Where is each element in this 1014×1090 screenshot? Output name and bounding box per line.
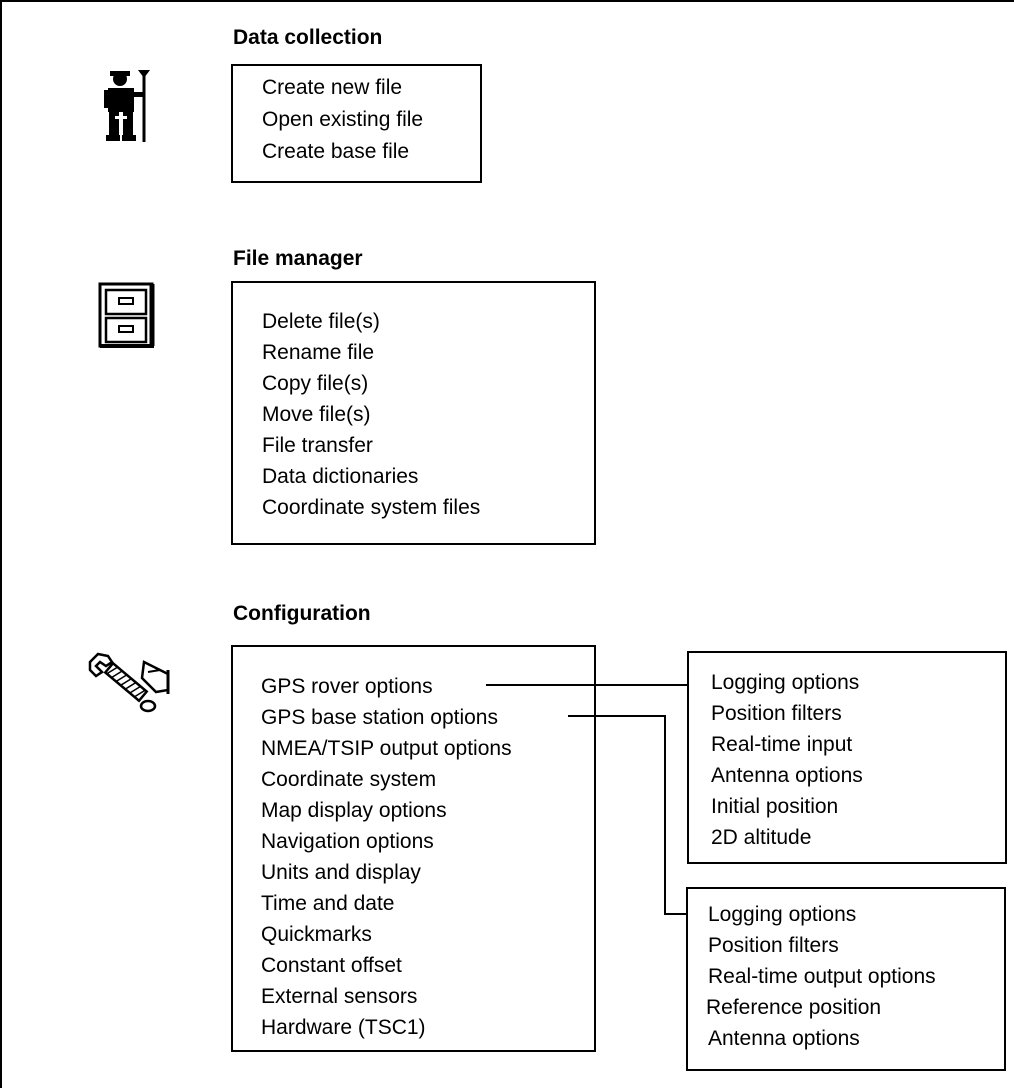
configuration-heading: Configuration xyxy=(233,602,371,625)
file-manager-menu: Delete file(s) Rename file Copy file(s) … xyxy=(231,281,596,545)
menu-item-file-transfer[interactable]: File transfer xyxy=(262,434,373,457)
base-submenu-logging-options[interactable]: Logging options xyxy=(708,903,857,926)
menu-item-create-base-file[interactable]: Create base file xyxy=(262,140,410,163)
surveyor-icon xyxy=(96,68,156,149)
menu-item-hardware-tsc1[interactable]: Hardware (TSC1) xyxy=(261,1016,426,1039)
menu-item-data-dictionaries[interactable]: Data dictionaries xyxy=(262,465,419,488)
menu-item-open-existing-file[interactable]: Open existing file xyxy=(262,108,424,131)
rover-submenu-real-time-input[interactable]: Real-time input xyxy=(711,733,853,756)
rover-submenu-position-filters[interactable]: Position filters xyxy=(711,702,842,725)
menu-item-nmea-tsip-output-options[interactable]: NMEA/TSIP output options xyxy=(261,737,512,760)
menu-item-navigation-options[interactable]: Navigation options xyxy=(261,830,434,853)
base-submenu-real-time-output-options[interactable]: Real-time output options xyxy=(708,965,936,988)
wrench-hand-icon xyxy=(86,648,176,719)
menu-item-gps-rover-options[interactable]: GPS rover options xyxy=(261,675,433,698)
menu-item-quickmarks[interactable]: Quickmarks xyxy=(261,923,372,946)
menu-item-delete-files[interactable]: Delete file(s) xyxy=(262,310,380,333)
rover-submenu-antenna-options[interactable]: Antenna options xyxy=(711,764,863,787)
data-collection-heading: Data collection xyxy=(233,26,383,49)
rover-submenu-logging-options[interactable]: Logging options xyxy=(711,671,860,694)
base-station-options-connector xyxy=(568,715,686,915)
rover-submenu-initial-position[interactable]: Initial position xyxy=(711,795,839,818)
base-station-options-submenu: Logging options Position filters Real-ti… xyxy=(686,887,1006,1071)
rover-options-submenu: Logging options Position filters Real-ti… xyxy=(687,651,1007,864)
rover-submenu-2d-altitude[interactable]: 2D altitude xyxy=(711,826,812,849)
menu-item-constant-offset[interactable]: Constant offset xyxy=(261,954,402,977)
menu-item-rename-file[interactable]: Rename file xyxy=(262,341,375,364)
menu-item-move-files[interactable]: Move file(s) xyxy=(262,403,371,426)
file-manager-heading: File manager xyxy=(233,247,363,270)
base-submenu-position-filters[interactable]: Position filters xyxy=(708,934,839,957)
menu-item-gps-base-station-options[interactable]: GPS base station options xyxy=(261,706,498,729)
menu-item-create-new-file[interactable]: Create new file xyxy=(262,76,403,99)
configuration-menu: GPS rover options GPS base station optio… xyxy=(231,645,596,1052)
file-cabinet-icon xyxy=(98,282,156,355)
menu-item-coordinate-system-files[interactable]: Coordinate system files xyxy=(262,496,481,519)
menu-item-external-sensors[interactable]: External sensors xyxy=(261,985,418,1008)
menu-item-coordinate-system[interactable]: Coordinate system xyxy=(261,768,437,791)
menu-item-time-and-date[interactable]: Time and date xyxy=(261,892,395,915)
base-submenu-reference-position[interactable]: Reference position xyxy=(706,996,882,1019)
base-submenu-antenna-options[interactable]: Antenna options xyxy=(708,1027,860,1050)
data-collection-menu: Create new file Open existing file Creat… xyxy=(231,64,482,183)
menu-item-units-and-display[interactable]: Units and display xyxy=(261,861,421,884)
menu-item-map-display-options[interactable]: Map display options xyxy=(261,799,447,822)
menu-item-copy-files[interactable]: Copy file(s) xyxy=(262,372,369,395)
